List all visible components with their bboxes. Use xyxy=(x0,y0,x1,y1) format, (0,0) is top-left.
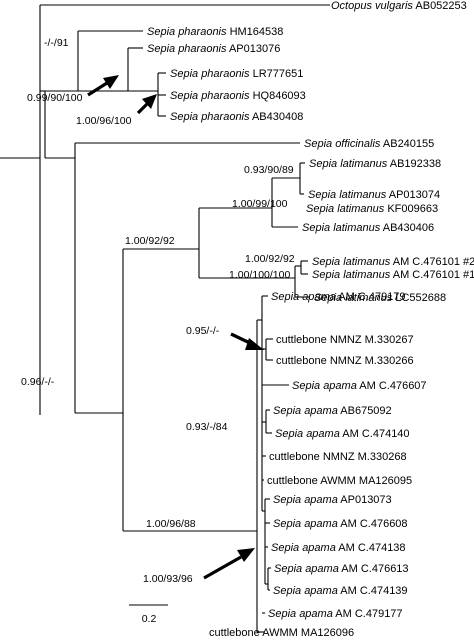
tip-label: Sepia apama AM C.479179 xyxy=(271,291,406,303)
arrow-apama-node xyxy=(203,548,255,580)
tip-label: Sepia latimanus AM C.476101 #1 xyxy=(312,269,474,281)
tip-label: Sepia latimanus AP013074 xyxy=(308,189,440,201)
tip-label: Sepia apama AM C.476608 xyxy=(273,518,408,530)
support-label: 1.00/99/100 xyxy=(232,198,288,210)
support-label: 1.00/100/100 xyxy=(229,269,290,281)
support-label: 0.99/90/100 xyxy=(27,92,83,104)
tip-label: Sepia latimanus AB192338 xyxy=(309,158,441,170)
support-label: 1.00/93/96 xyxy=(143,573,193,585)
tip-label: Sepia pharaonis HM164538 xyxy=(147,26,283,38)
tip-label: Sepia latimanus AM C.476101 #2 xyxy=(312,256,474,268)
tip-label: Sepia latimanus LC552688 xyxy=(314,292,446,304)
node-support-labels: -/-/91 0.99/90/100 1.00/96/100 0.93/90/8… xyxy=(21,37,295,585)
arrow-pharaonis-node-2 xyxy=(136,94,157,115)
support-label: -/-/91 xyxy=(44,37,69,49)
arrow-cuttlebone-node xyxy=(230,332,264,350)
tip-label: cuttlebone NMNZ M.330267 xyxy=(276,334,414,346)
scale-bar-label: 0.2 xyxy=(142,613,157,625)
tip-label: cuttlebone AWMM MA126096 xyxy=(209,627,354,639)
scale-bar: 0.2 xyxy=(129,604,168,625)
tip-label: Sepia pharaonis AB430408 xyxy=(170,111,303,123)
tip-label: Sepia apama AM C.479177 xyxy=(268,608,403,620)
tip-label: Sepia apama AM C.474140 xyxy=(275,428,410,440)
support-label: 1.00/92/92 xyxy=(125,235,175,247)
annotation-arrows xyxy=(87,75,264,580)
tip-label: Sepia apama AP013073 xyxy=(273,494,392,506)
tip-label: Sepia latimanus AB430406 xyxy=(302,222,434,234)
tip-label: Sepia pharaonis HQ846093 xyxy=(170,90,306,102)
support-label: 1.00/92/92 xyxy=(245,253,295,265)
tip-label: Sepia apama AB675092 xyxy=(273,405,392,417)
tip-label: Sepia apama AM C.476607 xyxy=(292,380,427,392)
tip-label: cuttlebone NMNZ M.330266 xyxy=(276,355,414,367)
support-label: 0.93/90/89 xyxy=(244,164,294,176)
tip-label: Sepia apama AM C.474139 xyxy=(273,585,408,597)
support-label: 1.00/96/88 xyxy=(146,518,196,530)
tip-label: Sepia latimanus KF009663 xyxy=(306,203,438,215)
support-label: 0.95/-/- xyxy=(186,325,220,337)
tip-label: Sepia officinalis AB240155 xyxy=(304,138,434,150)
tip-label: cuttlebone NMNZ M.330268 xyxy=(269,451,407,463)
support-label: 0.96/-/- xyxy=(21,376,55,388)
support-label: 0.93/-/84 xyxy=(186,421,228,433)
tip-label: Sepia pharaonis AP013076 xyxy=(147,43,280,55)
tip-label: Sepia apama AM C.476613 xyxy=(274,563,409,575)
tip-label: cuttlebone AWMM MA126095 xyxy=(267,475,412,487)
tip-label: Octopus vulgaris AB052253 xyxy=(331,0,467,12)
support-label: 1.00/96/100 xyxy=(76,115,132,127)
tip-labels: Octopus vulgaris AB052253 Sepia pharaoni… xyxy=(147,0,474,639)
tree-branches xyxy=(0,4,330,633)
tip-label: Sepia pharaonis LR777651 xyxy=(170,68,303,80)
arrow-pharaonis-node-1 xyxy=(87,75,119,97)
tip-label: Sepia apama AM C.474138 xyxy=(271,542,406,554)
